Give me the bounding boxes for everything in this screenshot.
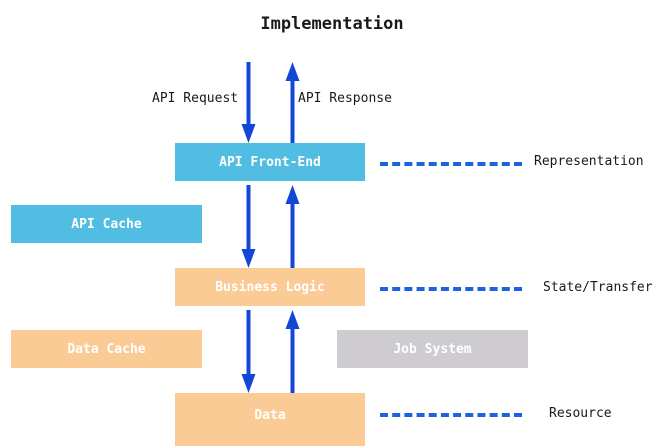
arrow-up-data-to-logic	[285, 310, 300, 393]
box-api-front-end[interactable]: API Front-End	[175, 143, 365, 181]
arrow-up-logic-to-frontend	[285, 185, 300, 268]
side-label-resource: Resource	[549, 406, 612, 421]
box-label-data-cache: Data Cache	[67, 341, 146, 357]
arrow-down-frontend-to-logic	[241, 185, 256, 268]
arrow-label-api-request: API Request	[152, 91, 239, 106]
box-api-cache[interactable]: API Cache	[11, 205, 202, 243]
arrow-down-logic-to-data	[241, 310, 256, 393]
box-label-job-system: Job System	[393, 341, 472, 357]
dashed-connector-state-transfer	[380, 287, 522, 291]
box-label-api-front-end: API Front-End	[219, 154, 321, 170]
box-label-api-cache: API Cache	[71, 216, 142, 232]
side-label-representation: Representation	[534, 154, 644, 169]
dashed-connector-resource	[380, 413, 522, 417]
box-label-data: Data	[254, 408, 286, 423]
box-business-logic[interactable]: Business Logic	[175, 268, 365, 306]
box-data[interactable]: Data	[175, 393, 365, 446]
box-job-system[interactable]: Job System	[337, 330, 528, 368]
page-title: Implementation	[260, 14, 404, 34]
box-data-cache[interactable]: Data Cache	[11, 330, 202, 368]
arrow-down-api-request	[241, 62, 256, 143]
dashed-connector-representation	[380, 162, 522, 166]
arrow-up-api-response	[285, 62, 300, 143]
side-label-state-transfer: State/Transfer	[543, 280, 653, 295]
box-label-business-logic: Business Logic	[215, 279, 325, 295]
arrow-label-api-response: API Response	[298, 91, 392, 106]
